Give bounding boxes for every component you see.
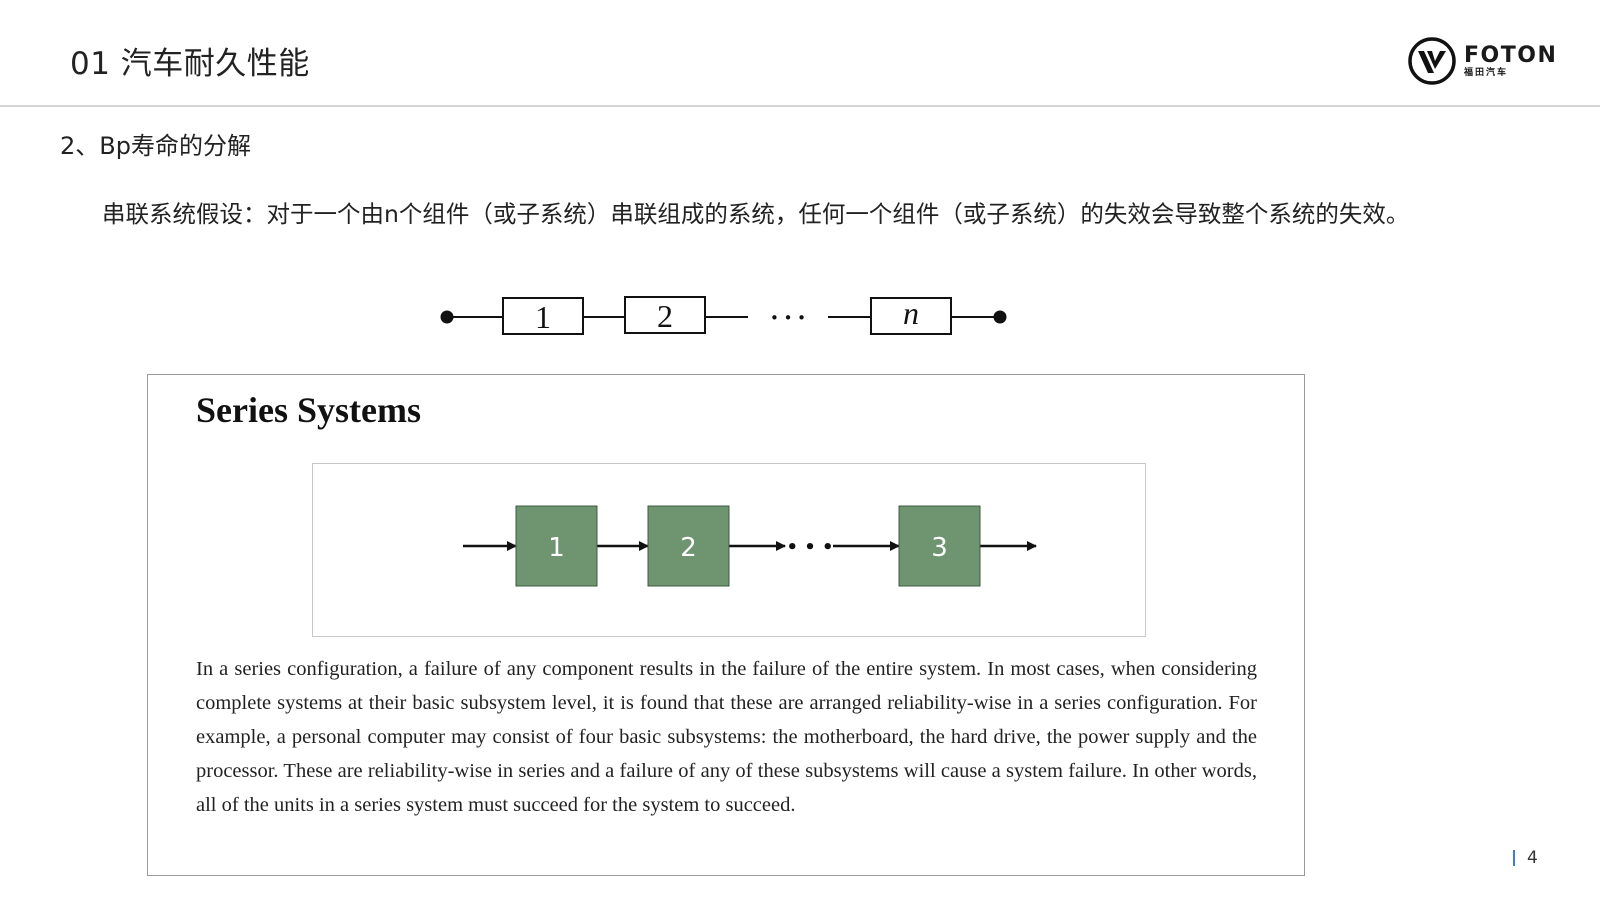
logo-subtitle: 福田汽车 [1464,67,1509,78]
foton-logo: FOTON 福田汽车 [1408,36,1560,86]
series-diagram-frame: 1 2 3 • • • [312,463,1146,637]
ellipsis: • • • [770,309,806,327]
series-systems-description: In a series configuration, a failure of … [196,658,1257,816]
page-accent-bar [1513,850,1515,866]
end-node-icon [993,310,1007,324]
component-label-1: 1 [548,533,565,563]
series-systems-panel: Series Systems 1 2 3 • • • In a ser [147,374,1305,876]
section-heading: 2、Bp寿命的分解 [60,132,251,160]
slide-header: 01 汽车耐久性能 FOTON 福田汽车 [0,0,1600,107]
component-label-2: 2 [680,533,697,563]
slide-title: 01 汽车耐久性能 [70,46,310,82]
component-block-2 [647,505,730,587]
component-block-1 [515,505,598,587]
series-block-diagram: 1 2 • • • n [440,295,1007,335]
flow-ellipsis: • • • [786,537,833,558]
block-label-2: 2 [657,298,673,334]
panel-title: Series Systems [196,390,421,430]
page-number: 4 [1513,848,1538,868]
component-block-3 [898,505,981,587]
series-assumption-text: 串联系统假设：对于一个由n个组件（或子系统）串联组成的系统，任何一个组件（或子系… [102,200,1410,228]
page-number-value: 4 [1527,848,1538,868]
logo-wordmark: FOTON [1464,42,1558,68]
start-node-icon [440,310,454,324]
component-label-3: 3 [931,533,948,563]
foton-logo-icon [1408,37,1456,85]
series-flow-diagram: 1 2 3 • • • [463,505,1037,587]
block-label-1: 1 [535,299,551,335]
block-label-n: n [903,295,919,331]
